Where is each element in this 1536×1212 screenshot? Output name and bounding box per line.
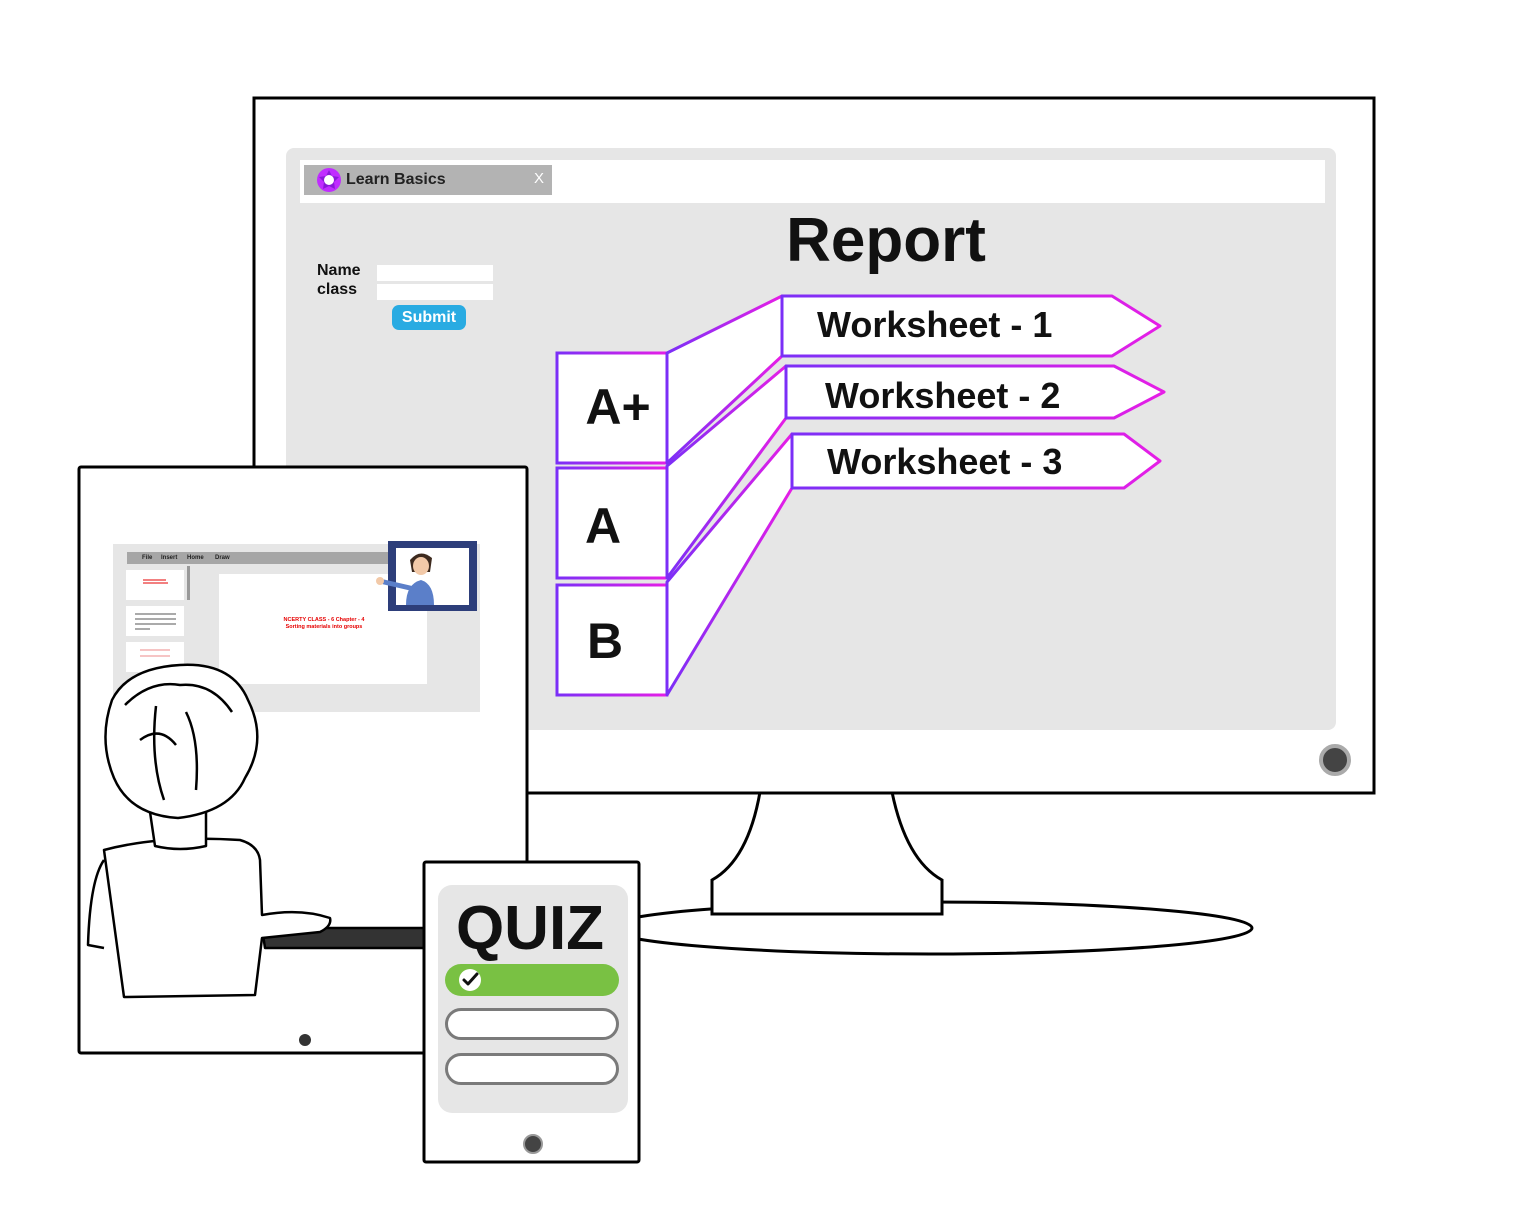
tablet-slide-thumb-2 bbox=[126, 606, 184, 636]
slide-title-line-2: Sorting materials into groups bbox=[285, 623, 363, 630]
tablet-home-button bbox=[299, 1034, 311, 1046]
phone-home-button bbox=[523, 1134, 543, 1154]
quiz-option-3[interactable] bbox=[445, 1053, 619, 1085]
report-title: Report bbox=[786, 206, 986, 275]
flower-logo-icon bbox=[317, 168, 341, 192]
class-label: class bbox=[317, 281, 358, 298]
quiz-option-1[interactable] bbox=[445, 964, 619, 996]
tablet-slide-title: NCERTY CLASS - 6 Chapter - 4 Sorting mat… bbox=[264, 617, 384, 630]
worksheet-arrow-1 bbox=[780, 294, 1162, 358]
grade-box-a-plus bbox=[555, 351, 669, 465]
monitor-neck bbox=[710, 791, 944, 916]
grade-box-a bbox=[555, 466, 669, 580]
check-circle-icon bbox=[459, 969, 481, 991]
browser-tab[interactable]: Learn Basics X bbox=[304, 165, 552, 195]
monitor-power-button bbox=[1319, 744, 1351, 776]
teacher-figure bbox=[376, 553, 434, 605]
quiz-option-2[interactable] bbox=[445, 1008, 619, 1040]
worksheet-arrow-3 bbox=[790, 432, 1162, 490]
close-icon[interactable]: X bbox=[533, 170, 544, 187]
tablet-menu-insert[interactable]: Insert bbox=[161, 555, 178, 561]
worksheet-label-1[interactable]: Worksheet - 1 bbox=[817, 304, 1053, 345]
slide-title-line-1: NCERTY CLASS - 6 Chapter - 4 bbox=[283, 617, 365, 623]
tablet-menu-bar bbox=[127, 552, 389, 564]
worksheet-label-2[interactable]: Worksheet - 2 bbox=[825, 375, 1061, 416]
student-figure bbox=[86, 663, 427, 999]
tablet-slide-thumb-1 bbox=[126, 570, 184, 600]
tablet-menu-home[interactable]: Home bbox=[187, 555, 204, 561]
tablet-scrollbar bbox=[187, 566, 190, 600]
tab-title: Learn Basics bbox=[346, 171, 446, 188]
tablet-menu-draw[interactable]: Draw bbox=[215, 555, 230, 561]
grade-label-a: A bbox=[584, 498, 622, 554]
worksheet-arrow-2 bbox=[784, 364, 1166, 420]
class-input[interactable] bbox=[377, 284, 493, 300]
quiz-title: QUIZ bbox=[455, 894, 605, 963]
grade-label-b: B bbox=[586, 613, 624, 669]
grade-box-b bbox=[555, 583, 669, 697]
name-label: Name bbox=[317, 262, 361, 279]
worksheet-label-3[interactable]: Worksheet - 3 bbox=[827, 441, 1063, 482]
submit-button[interactable]: Submit bbox=[392, 305, 466, 330]
tablet-menu-file[interactable]: File bbox=[142, 555, 153, 561]
name-input[interactable] bbox=[377, 265, 493, 281]
grade-label-a-plus: A+ bbox=[585, 379, 651, 435]
